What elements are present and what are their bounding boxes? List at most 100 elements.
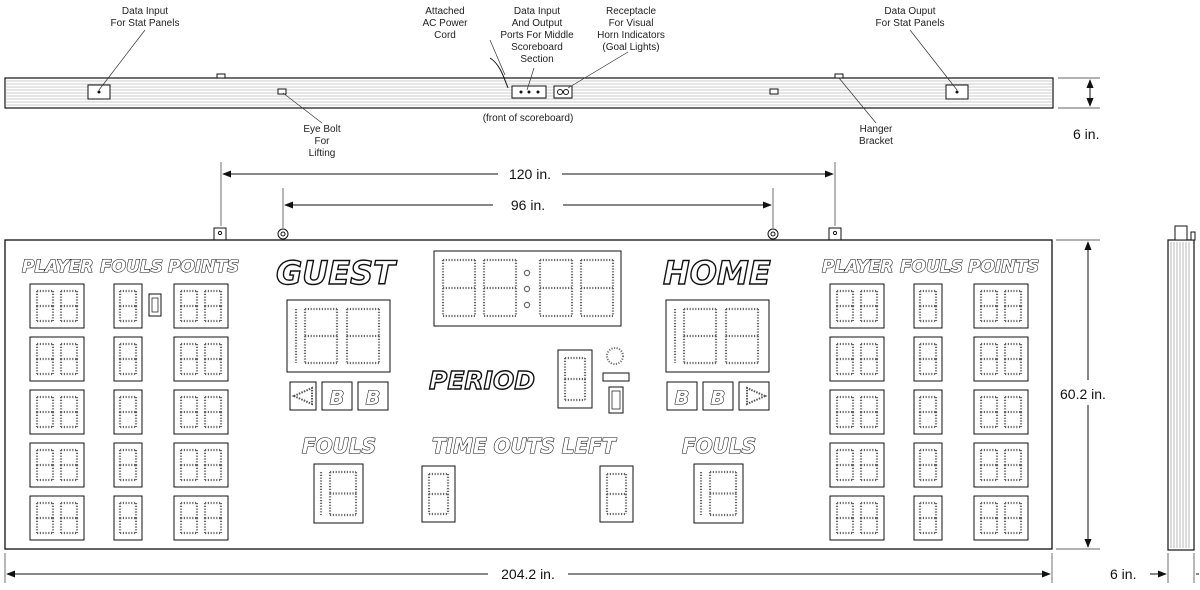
home-label: HOME <box>663 254 771 292</box>
ac-power-cord <box>489 57 509 89</box>
clock-colon-dot <box>523 301 531 309</box>
right-player-2 <box>829 336 885 382</box>
hanger-top-left <box>216 73 226 79</box>
right-player-5 <box>829 495 885 541</box>
dim-120-label: 120 in. <box>509 166 551 182</box>
indicator-light-left-inner <box>151 297 159 313</box>
home-possession-arrow-icon <box>746 386 768 406</box>
header-player-left: PLAYER <box>22 257 94 277</box>
clock-colon-dot <box>523 285 531 293</box>
dim-top-depth-label: 6 in. <box>1073 126 1099 142</box>
home-timeouts-display <box>599 465 634 523</box>
front-board: PLAYER FOULS POINTS PLAYER FOULS POINTS … <box>4 227 1053 550</box>
home-fouls-display <box>693 463 744 524</box>
guest-label: GUEST <box>276 254 397 292</box>
header-fouls-right: FOULS <box>900 257 963 277</box>
right-fouls-5 <box>913 495 943 541</box>
leader-data-input <box>98 29 146 91</box>
hanger-bracket-right <box>828 227 842 241</box>
board-dimensions: 60.2 in. 204.2 in. 6 in. <box>4 239 1199 583</box>
hanger-hole-right <box>832 230 838 236</box>
left-player-1 <box>29 283 85 329</box>
left-fouls-1-frame <box>113 283 143 329</box>
home-bonus-box-1 <box>666 381 698 411</box>
header-points-right: POINTS <box>968 257 1039 277</box>
guest-timeouts-display <box>421 465 456 523</box>
period-label: PERIOD <box>429 366 535 395</box>
left-fouls-1 <box>113 283 143 329</box>
right-points-2 <box>973 336 1029 382</box>
right-player-3 <box>829 389 885 435</box>
indicator-light-left <box>148 293 162 317</box>
guest-possession-arrow-icon <box>291 386 313 406</box>
left-fouls-4 <box>113 442 143 488</box>
guest-score-display <box>286 299 391 373</box>
right-fouls-4 <box>913 442 943 488</box>
clock-colon-dot <box>523 269 531 277</box>
receptacle-socket-1 <box>557 89 563 95</box>
home-bonus-label-2: B <box>711 387 725 409</box>
right-fouls-5-frame <box>913 495 943 541</box>
left-fouls-2 <box>113 336 143 382</box>
left-fouls-3 <box>113 389 143 435</box>
side-view <box>1167 225 1196 551</box>
right-points-4 <box>973 442 1029 488</box>
leader-receptacle <box>567 51 629 89</box>
header-points-left: POINTS <box>168 257 239 277</box>
home-score-display-frame <box>665 299 770 373</box>
callout-front: (front of scoreboard) <box>483 113 574 124</box>
eye-bolt-top-right <box>769 88 779 95</box>
hanger-hole-left <box>217 230 223 236</box>
leader-eye-bolt <box>282 92 323 124</box>
eye-bolt-right-inner <box>770 231 776 237</box>
data-input-dot <box>97 90 101 94</box>
eye-bolt-left-inner <box>280 231 286 237</box>
port-dot-2 <box>527 90 531 94</box>
eye-bolt-right <box>767 228 779 240</box>
left-player-4 <box>29 442 85 488</box>
leader-ac-power <box>489 39 506 76</box>
leader-data-ports <box>526 67 535 91</box>
port-dot-3 <box>536 90 540 94</box>
right-fouls-1-frame <box>913 283 943 329</box>
left-points-1 <box>173 283 229 329</box>
period-display <box>557 349 593 409</box>
guest-bonus-box-1 <box>321 381 353 411</box>
hanger-top-right <box>834 73 844 79</box>
indicator-light-center-inner <box>611 390 621 410</box>
guest-bonus-box-2 <box>357 381 389 411</box>
right-points-5 <box>973 495 1029 541</box>
side-stripes <box>1170 242 1190 548</box>
game-clock-display <box>433 250 622 327</box>
timeouts-label: TIME OUTS LEFT <box>432 434 617 458</box>
left-player-5 <box>29 495 85 541</box>
dim-width-label: 204.2 in. <box>501 566 555 582</box>
side-panel <box>1167 239 1195 551</box>
digit-displays <box>29 250 1029 541</box>
home-bonus-label-1: B <box>675 387 689 409</box>
left-fouls-2-frame <box>113 336 143 382</box>
right-player-4 <box>829 442 885 488</box>
left-points-5 <box>173 495 229 541</box>
left-player-3 <box>29 389 85 435</box>
right-fouls-4-frame <box>913 442 943 488</box>
horn-speaker-icon <box>606 347 624 365</box>
right-player-1 <box>829 283 885 329</box>
fouls-label-right: FOULS <box>682 434 756 458</box>
right-fouls-3 <box>913 389 943 435</box>
hanger-bracket-left <box>213 227 227 241</box>
horn-bar <box>602 372 630 382</box>
side-eye-bolt <box>1190 231 1196 241</box>
right-fouls-3-frame <box>913 389 943 435</box>
guest-bonus-label-2: B <box>366 387 380 409</box>
data-output-dot <box>955 90 959 94</box>
leader-data-output <box>909 29 958 91</box>
eye-bolt-top-left <box>277 88 287 95</box>
right-points-3 <box>973 389 1029 435</box>
span-dimensions: 120 in. 96 in. <box>220 162 836 228</box>
